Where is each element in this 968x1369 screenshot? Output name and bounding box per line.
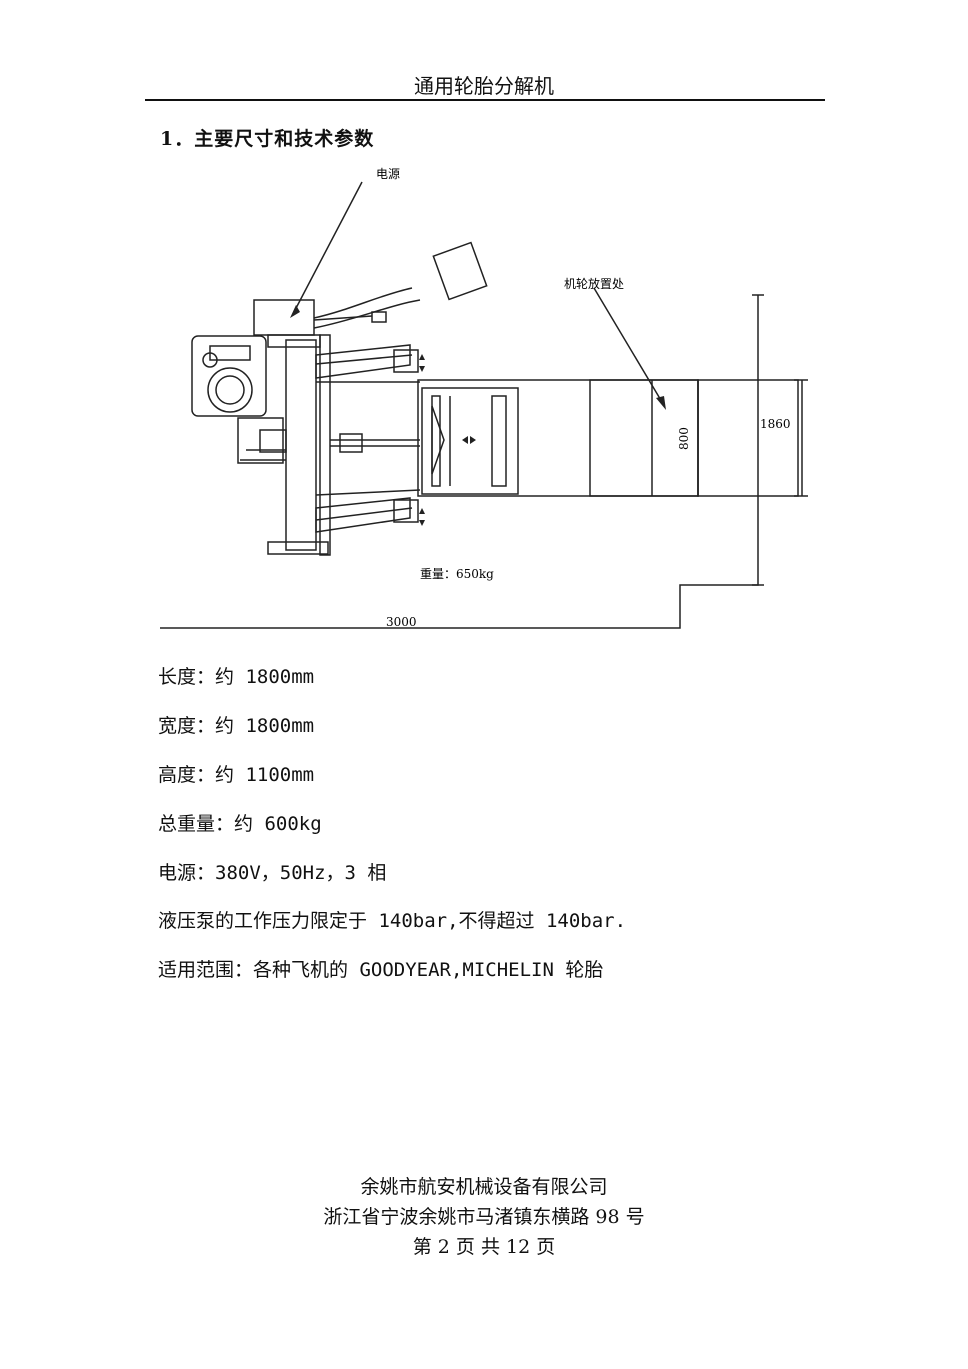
foot-pedal	[432, 241, 488, 301]
label-power: 电源	[376, 167, 400, 181]
machine-layout-drawing: 电源 机轮放置处 重量：650kg 3000 1860 800	[160, 167, 808, 629]
label-dim-height: 1860	[760, 417, 791, 431]
tire-cradle	[421, 387, 519, 495]
spec-power: 电源：380V，50Hz，3 相	[158, 862, 387, 884]
main-frame-left	[285, 339, 317, 551]
label-weight: 重量：650kg	[420, 567, 494, 581]
label-wheel-place: 机轮放置处	[564, 276, 624, 291]
header-divider	[145, 99, 825, 101]
upper-arm	[315, 344, 411, 379]
power-box	[253, 299, 315, 336]
footer-address: 浙江省宁波余姚市马渚镇东横路 98 号	[323, 1206, 645, 1228]
motor-unit	[191, 335, 267, 417]
spec-application: 适用范围：各种飞机的 GOODYEAR,MICHELIN 轮胎	[158, 959, 604, 981]
label-dim-800: 800	[677, 427, 691, 450]
spec-length: 长度：约 1800mm	[158, 666, 315, 688]
footer-company: 余姚市航安机械设备有限公司	[360, 1176, 608, 1198]
track	[417, 379, 699, 497]
room-outline	[160, 295, 759, 629]
footer-page-number: 第 2 页 共 12 页	[412, 1236, 556, 1258]
spec-width: 宽度：约 1800mm	[158, 715, 315, 737]
label-dim-width: 3000	[386, 615, 417, 629]
spec-height: 高度：约 1100mm	[158, 764, 315, 786]
section-title: 1．主要尺寸和技术参数	[160, 128, 375, 150]
lower-arm	[315, 497, 411, 533]
spec-pump-pressure: 液压泵的工作压力限定于 140bar,不得超过 140bar.	[158, 910, 627, 932]
spec-total-weight: 总重量：约 600kg	[158, 813, 322, 835]
page-header-title: 通用轮胎分解机	[414, 74, 554, 98]
